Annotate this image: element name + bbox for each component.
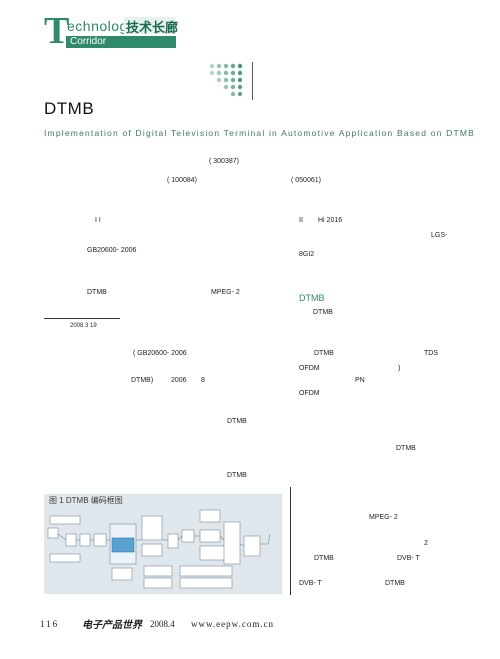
article-subtitle: Implementation of Digital Television Ter… [44, 128, 475, 138]
article-title: DTMB [44, 99, 95, 118]
right-pn: PN [355, 377, 365, 384]
received-date: 2008 3 19 [70, 323, 97, 329]
body-dtmb-2: DTMB [227, 418, 247, 425]
keyword-dtmb: DTMB [87, 289, 107, 296]
right-ofdm-1: OFDM [299, 365, 320, 372]
right-dtmb-4: DTMB [314, 555, 334, 562]
right-dtmb-2: DTMB [314, 350, 334, 357]
right-tds: TDS [424, 350, 438, 357]
footnote-rule [44, 318, 120, 319]
magazine-brand: 电子产品世界 [82, 620, 142, 631]
right-dtmb-3: DTMB [396, 445, 416, 452]
logo-letter-t: T [44, 10, 70, 52]
column-divider [290, 487, 291, 595]
right-dvbt-2: DVB- T [299, 580, 322, 587]
logo-corridor-text: Corridor [70, 36, 107, 47]
right-hi2016: Hi 2016 [318, 217, 343, 224]
right-num-2: 2 [424, 540, 428, 547]
header-vertical-rule [252, 62, 253, 100]
page-number: 116 [40, 619, 60, 629]
section-heading-dtmb: DTMB [299, 293, 325, 303]
right-gi2: 8GI2 [299, 251, 315, 258]
logo-corridor-bar [66, 36, 176, 48]
figure-block-diagram [44, 494, 282, 594]
abstract-ii: I I [95, 217, 101, 224]
block-diagram-graphic [47, 509, 271, 589]
right-mpeg2: MPEG- 2 [369, 514, 398, 521]
body-year: 2006 [171, 377, 187, 384]
body-dtmb-1: DTMB) [131, 377, 154, 384]
postcode-1: ( 300387) [209, 158, 239, 165]
right-lgs: LGS- [431, 232, 448, 239]
right-ii: II [299, 217, 303, 224]
magazine-url: www.eepw.com.cn [191, 619, 275, 629]
body-month: 8 [201, 377, 205, 384]
postcode-2: ( 100084) [167, 177, 197, 184]
dot-grid-decoration [209, 63, 243, 97]
body-gb-standard: ( GB20600- 2006 [133, 350, 187, 357]
logo-cn-background [124, 17, 176, 34]
right-paren: ) [398, 365, 401, 372]
body-dtmb-3: DTMB [227, 472, 247, 479]
right-dvbt-1: DVB- T [397, 555, 420, 562]
issue-date: 2008.4 [150, 619, 175, 629]
figure-title: 图 1 DTMB 编码框图 [49, 496, 123, 505]
logo-technology-text: echnology [67, 18, 136, 34]
right-dtmb-5: DTMB [385, 580, 405, 587]
abstract-gb-standard: GB20600- 2006 [87, 247, 137, 254]
postcode-3: ( 050061) [291, 177, 321, 184]
keyword-mpeg: MPEG- 2 [211, 289, 240, 296]
right-ofdm-2: OFDM [299, 390, 320, 397]
section-dtmb: DTMB [313, 309, 333, 316]
logo-cn-text: 技术长廊 [126, 21, 179, 36]
